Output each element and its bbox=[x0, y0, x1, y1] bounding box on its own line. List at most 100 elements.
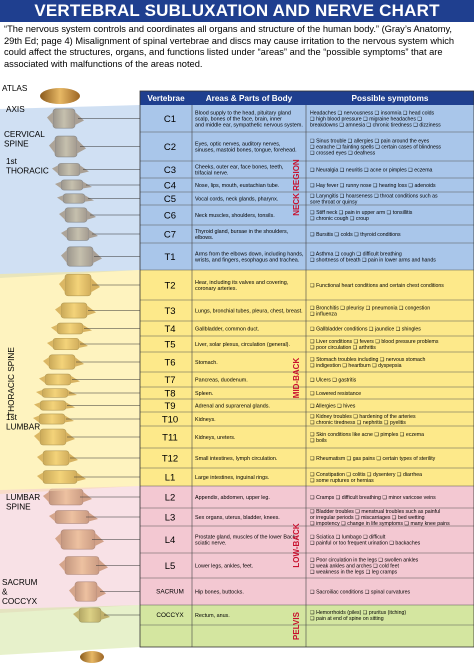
header-vertebrae: Vertebrae bbox=[147, 94, 185, 103]
region-wedge-sacrum bbox=[0, 605, 140, 655]
region-band-thoracic bbox=[140, 270, 474, 486]
symptom-text: ❑ painful or too frequent urination ❑ ba… bbox=[310, 541, 421, 547]
vertebra-label: T7 bbox=[164, 375, 175, 386]
symptom-text: ❑ weak ankles and arches ❑ cold feet bbox=[310, 564, 399, 570]
table-row: SACRUM Hip bones, buttocks. ❑ Sacroiliac c… bbox=[140, 589, 474, 606]
symptom-text: ❑ weakness in the legs ❑ leg cramps bbox=[310, 570, 398, 576]
symptom-text: ❑ Hemorrhoids (piles) ❑ pruritus (itchin… bbox=[310, 610, 406, 616]
area-text: Spleen. bbox=[195, 391, 213, 397]
area-text: Lower legs, ankles, feet. bbox=[195, 564, 253, 570]
symptom-text: sore throat or quinsy bbox=[310, 200, 358, 206]
side-label: ATLAS bbox=[2, 84, 28, 93]
symptom-text: ❑ Neuralgia ❑ neuritis ❑ acne or pimples… bbox=[310, 168, 433, 174]
symptom-text: ❑ Bladder troubles ❑ menstrual troubles … bbox=[310, 509, 440, 515]
area-text: Small intestines, lymph circulation. bbox=[195, 456, 277, 462]
vertebra-label: SACRUM bbox=[156, 589, 184, 596]
region-label: NECK REGION bbox=[292, 159, 301, 216]
skull-base-bone bbox=[40, 88, 80, 104]
vertebra-label: T10 bbox=[162, 414, 178, 425]
region-band-lumbar bbox=[140, 486, 474, 605]
vertebra-label: T1 bbox=[164, 252, 175, 263]
symptom-text: ❑ Hay fever ❑ runny nose ❑ hearing loss … bbox=[310, 183, 436, 189]
vertebra-label: T11 bbox=[162, 432, 178, 443]
symptom-text: ❑ Stomach troubles including ❑ nervous s… bbox=[310, 357, 426, 363]
symptom-text: Headaches ❑ nervousness ❑ insomnia ❑ hea… bbox=[310, 110, 435, 116]
symptom-text: ❑ Rheumatism ❑ gas pains ❑ certain types… bbox=[310, 456, 436, 462]
vertebra-label: T9 bbox=[164, 401, 175, 412]
vertebra-label: C5 bbox=[164, 194, 176, 205]
symptom-text: ❑ Sciatica ❑ lumbago ❑ difficult bbox=[310, 534, 386, 540]
area-text: Eyes, optic nerves, auditory nerves, bbox=[195, 141, 281, 147]
symptom-text: breakdowns ❑ amnesia ❑ chronic tiredness… bbox=[310, 123, 441, 129]
symptom-text: ❑ indigestion ❑ heartburn ❑ dyspepsia bbox=[310, 363, 402, 369]
symptom-text: ❑ Functional heart conditions and certai… bbox=[310, 283, 444, 289]
area-text: elbows. bbox=[195, 235, 213, 241]
vertebra-label: L5 bbox=[165, 561, 176, 572]
region-label: PELVIS bbox=[292, 611, 301, 640]
symptom-text: ❑ Skin conditions like acne ❑ pimples ❑ … bbox=[310, 432, 424, 438]
vertebra-label: L2 bbox=[165, 492, 176, 503]
symptom-text: ❑ earache ❑ fainting spells ❑ certain ca… bbox=[310, 145, 441, 151]
region-wedge-cervical bbox=[0, 105, 140, 278]
area-text: Thyroid gland, bursae in the shoulders, bbox=[195, 229, 289, 235]
vertebra-label: T8 bbox=[164, 388, 175, 399]
symptom-text: ❑ shortness of breath ❑ pain in lower ar… bbox=[310, 258, 436, 264]
area-text: Blood supply to the head, pituitary glan… bbox=[195, 110, 291, 116]
vertebra-label: T2 bbox=[164, 280, 175, 291]
area-text: Large intestines, inguinal rings. bbox=[195, 475, 269, 481]
area-text: Kidneys. bbox=[195, 417, 216, 423]
symptom-text: ❑ Bronchitis ❑ pleurisy ❑ pneumonia ❑ co… bbox=[310, 305, 430, 311]
area-text: coronary arteries. bbox=[195, 286, 237, 292]
area-text: Sex organs, uterus, bladder, knees. bbox=[195, 515, 280, 521]
area-text: sciatic nerve. bbox=[195, 541, 226, 547]
vertebra-label: T5 bbox=[164, 339, 175, 350]
table-row: T11 Kidneys, ureters. ❑ Skin conditions li… bbox=[140, 432, 474, 449]
vertebra-label: T4 bbox=[164, 324, 175, 335]
chart-title: VERTEBRAL SUBLUXATION AND NERVE CHART bbox=[0, 0, 474, 22]
area-text: Stomach. bbox=[195, 360, 218, 366]
symptom-text: ❑ Stiff neck ❑ pain in upper arm ❑ tonsi… bbox=[310, 210, 413, 216]
area-text: and middle ear, sympathetic nervous syst… bbox=[195, 123, 303, 129]
symptom-text: ❑ Constipation ❑ colitis ❑ dysentery ❑ d… bbox=[310, 472, 422, 478]
symptom-text: ❑ Sinus trouble ❑ allergies ❑ pain aroun… bbox=[310, 138, 430, 144]
symptom-text: ❑ Ulcers ❑ gastritis bbox=[310, 378, 357, 384]
coccyx-bone bbox=[80, 651, 104, 663]
region-wedge-thoracic bbox=[0, 270, 140, 494]
vertebra-label: T12 bbox=[162, 453, 178, 464]
symptom-text: ❑ crossed eyes ❑ deafness bbox=[310, 151, 376, 157]
area-text: Adrenal and suprarenal glands. bbox=[195, 404, 270, 410]
symptom-text: ❑ impotency ❑ change in life symptoms ❑ … bbox=[310, 521, 450, 527]
symptom-text: ❑ Sacroiliac conditions ❑ spinal curvatu… bbox=[310, 590, 411, 596]
side-label: AXIS bbox=[6, 105, 25, 114]
area-text: Kidneys, ureters. bbox=[195, 435, 235, 441]
area-text: Vocal cords, neck glands, pharynx. bbox=[195, 197, 278, 203]
symptom-text: ❑ poor circulation ❑ arthritis bbox=[310, 345, 376, 351]
region-band-sacrum bbox=[140, 605, 474, 647]
symptom-text: ❑ Bursitis ❑ colds ❑ thyroid conditions bbox=[310, 232, 401, 238]
area-text: Hip bones, buttocks. bbox=[195, 590, 244, 596]
symptom-text: or irregular periods ❑ miscarriages ❑ be… bbox=[310, 515, 425, 521]
symptom-text: ❑ Asthma ❑ cough ❑ difficult breathing bbox=[310, 251, 402, 257]
nerve-chart-table: Vertebrae Areas & Parts of Body Possible… bbox=[0, 84, 474, 655]
symptom-text: ❑ Allergies ❑ hives bbox=[310, 404, 356, 410]
table-row: T12 Small intestines, lymph circulation. ❑… bbox=[140, 453, 474, 469]
symptom-text: ❑ high blood pressure ❑ migraine headach… bbox=[310, 117, 422, 123]
side-label: THORACIC SPINE bbox=[7, 347, 16, 417]
